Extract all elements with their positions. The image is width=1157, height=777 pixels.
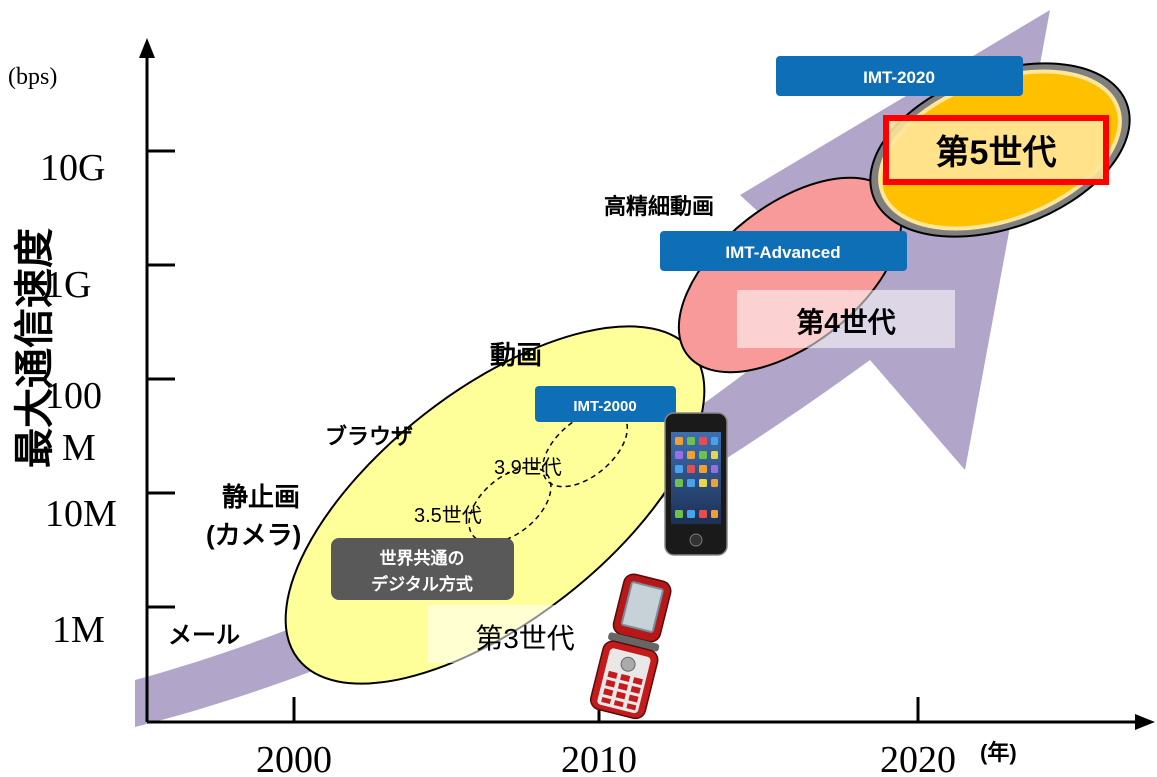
- y-tick-label-m: M: [62, 427, 96, 469]
- gen5-label: 第5世代: [936, 134, 1057, 172]
- y-axis-arrowhead: [139, 38, 155, 58]
- gen4-label: 第4世代: [796, 306, 896, 338]
- gen35-dashed-ellipse: [468, 466, 552, 544]
- x-axis-arrowhead: [1135, 714, 1155, 730]
- hd-video-label: 高精細動画: [604, 194, 714, 219]
- x-tick-label-2020: 2020: [880, 739, 956, 777]
- imt-advanced-badge-label: IMT-Advanced: [725, 243, 840, 262]
- y-tick-label-1m: 1M: [52, 609, 105, 651]
- browser-label: ブラウザ: [325, 424, 413, 449]
- gen4-label-box: [737, 290, 955, 348]
- x-unit-label: (年): [980, 740, 1017, 765]
- camera-label: (カメラ): [206, 520, 301, 550]
- digital-standard-line2: デジタル方式: [371, 574, 473, 594]
- y-tick-label-100: 100: [45, 375, 102, 417]
- gen3-label-box: [427, 605, 612, 663]
- y-tick-label-1g: 1G: [45, 264, 91, 306]
- imt-2000-badge: [535, 386, 676, 422]
- gen39-label: 3.9世代: [494, 456, 562, 479]
- imt-2020-badge-label: IMT-2020: [863, 68, 935, 87]
- gen35-label: 3.5世代: [414, 504, 482, 527]
- video-label: 動画: [490, 340, 542, 370]
- mail-label: メール: [168, 622, 240, 649]
- gen3-label: 第3世代: [475, 623, 575, 654]
- imt-2020-badge: [776, 56, 1023, 96]
- x-tick-label-2000: 2000: [256, 739, 332, 777]
- y-tick-label-10g: 10G: [40, 147, 105, 189]
- x-tick-label-2010: 2010: [561, 739, 637, 777]
- digital-standard-line1: 世界共通の: [380, 549, 465, 568]
- imt-advanced-badge: [660, 231, 907, 271]
- still-image-label: 静止画: [222, 482, 300, 512]
- smartphone-illustration: [664, 412, 728, 556]
- flip-phone-illustration: [589, 573, 672, 720]
- y-tick-label-10m: 10M: [45, 493, 117, 535]
- digital-standard-badge: [331, 538, 514, 600]
- y-unit-label: (bps): [8, 64, 57, 90]
- gen5-highlight-box: [883, 115, 1109, 185]
- imt-2000-badge-label: IMT-2000: [573, 398, 636, 415]
- y-axis-title: 最大通信速度: [13, 228, 57, 468]
